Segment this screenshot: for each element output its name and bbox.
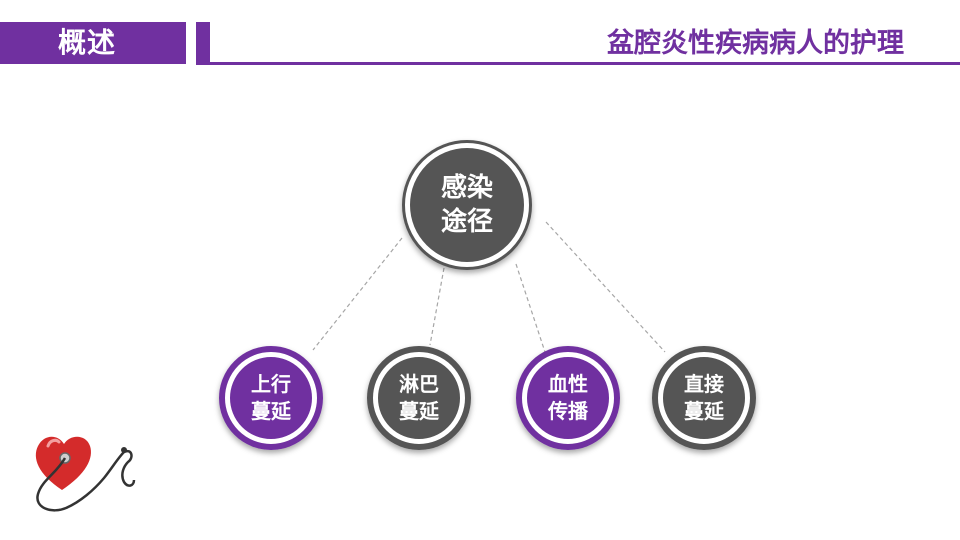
branch-node-direct: 直接 蔓延: [652, 346, 756, 450]
center-node-label: 感染 途径: [440, 173, 493, 237]
branch-node-label: 血性 传播: [548, 372, 588, 423]
header-accent: [196, 22, 210, 64]
header-line: [196, 62, 960, 65]
branch-node-label: 直接 蔓延: [684, 372, 724, 423]
center-node: 感染 途径: [402, 140, 532, 270]
connector-line: [515, 263, 546, 353]
header-bar: [0, 22, 186, 64]
branch-node-bloodborne: 血性 传播: [516, 346, 620, 450]
branch-node-upward: 上行 蔓延: [219, 346, 323, 450]
branch-node-lymphatic: 淋巴 蔓延: [367, 346, 471, 450]
branch-node-inner: 淋巴 蔓延: [376, 355, 462, 441]
section-title: 盆腔炎性疾病病人的护理: [607, 28, 904, 59]
branch-node-inner: 血性 传播: [525, 355, 611, 441]
branch-node-label: 上行 蔓延: [251, 372, 291, 423]
connector-line: [312, 237, 403, 351]
center-node-inner: 感染 途径: [410, 148, 524, 262]
heart-stethoscope-icon: [35, 436, 136, 512]
connector-line: [545, 221, 666, 353]
connector-line: [429, 267, 445, 346]
branch-node-inner: 直接 蔓延: [661, 355, 747, 441]
branch-node-inner: 上行 蔓延: [228, 355, 314, 441]
branch-node-label: 淋巴 蔓延: [399, 372, 439, 423]
header-title: 概述: [58, 26, 117, 59]
